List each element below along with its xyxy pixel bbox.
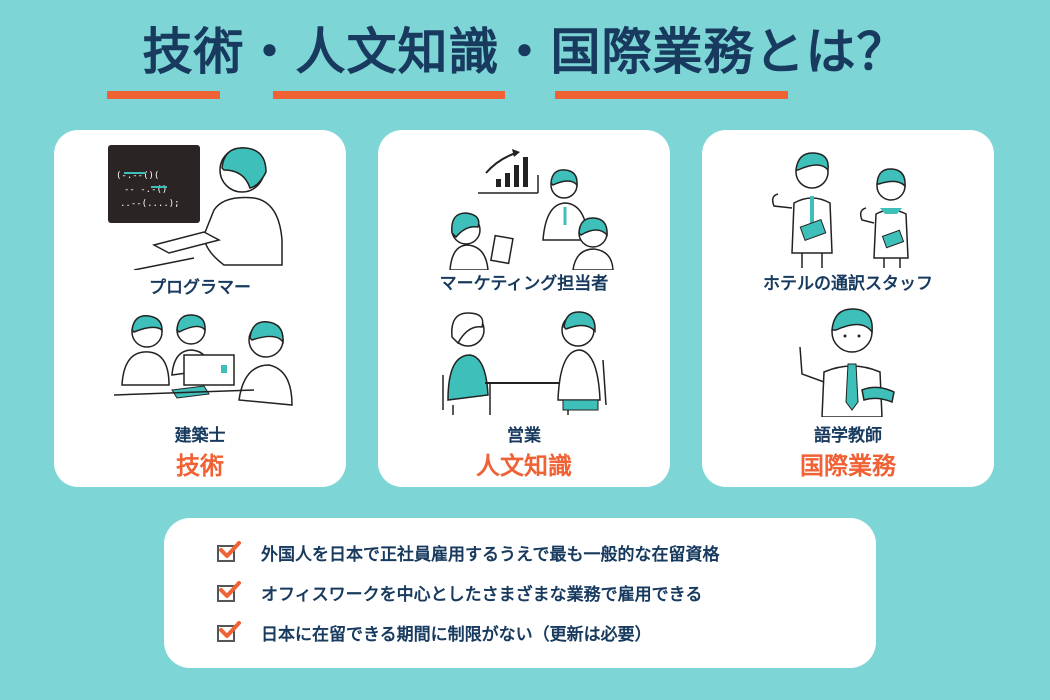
card-jinbun-chishiki: マーケティング担当者 営業 人文知識 (378, 130, 670, 487)
checkbox-checked-icon (217, 581, 241, 602)
card-gijutsu: (-.--()( -- -.-() ..--(....); プログラマー 建築士… (54, 130, 346, 487)
job-label-language-teacher: 語学教師 (814, 426, 882, 446)
card-kokusai-gyomu: ホテルの通訳スタッフ 語学教師 国際業務 (702, 130, 994, 487)
sales-illustration (442, 311, 607, 415)
category-gijutsu: 技術 (176, 452, 224, 480)
page-title: 技術・人文知識・国際業務とは？ (142, 23, 908, 81)
marketing-illustration (449, 149, 614, 270)
job-label-sales: 営業 (507, 426, 541, 446)
checkbox-checked-icon (217, 621, 241, 642)
job-label-marketing: マーケティング担当者 (439, 274, 609, 294)
title-underline-gijutsu (107, 91, 220, 99)
key-point-text: 日本に在留できる期間に制限がない（更新は必要） (261, 625, 652, 645)
programmer-illustration: (-.--()( -- -.-() ..--(....); (108, 145, 283, 270)
checkbox-checked-icon (217, 541, 241, 562)
svg-text:(-.--()(: (-.--()( (116, 171, 159, 181)
key-point: オフィスワークを中心としたさまざまな業務で雇用できる (217, 580, 702, 605)
job-label-architect: 建築士 (174, 426, 226, 446)
svg-text:..--(....);: ..--(....); (120, 199, 180, 209)
job-label-hotel-interpreter: ホテルの通訳スタッフ (763, 274, 933, 294)
title-underline-jinbun (273, 91, 505, 99)
job-label-programmer: プログラマー (149, 278, 251, 298)
language-teacher-illustration (799, 308, 895, 417)
key-point: 外国人を日本で正社員雇用するうえで最も一般的な在留資格 (217, 540, 720, 565)
key-point-text: オフィスワークを中心としたさまざまな業務で雇用できる (261, 585, 703, 605)
key-point: 日本に在留できる期間に制限がない（更新は必要） (217, 620, 652, 645)
architect-illustration (113, 314, 293, 406)
category-kokusai-gyomu: 国際業務 (800, 452, 896, 480)
key-points-box: 外国人を日本で正社員雇用するうえで最も一般的な在留資格 オフィスワークを中心とし… (164, 518, 876, 668)
key-point-text: 外国人を日本で正社員雇用するうえで最も一般的な在留資格 (261, 545, 720, 565)
svg-text:-- -.-(): -- -.-() (124, 185, 167, 195)
hotel-staff-illustration (771, 152, 909, 268)
category-jinbun-chishiki: 人文知識 (476, 452, 572, 480)
title-underline-kokusai (555, 91, 788, 99)
